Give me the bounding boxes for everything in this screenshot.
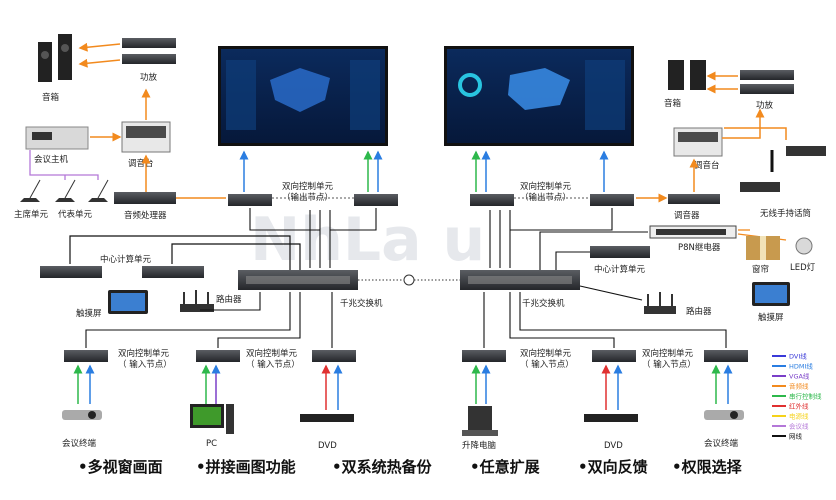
- legend-label: 会议线: [789, 422, 809, 431]
- right-display-screen: [444, 46, 634, 146]
- conf-host-icon: [26, 127, 88, 149]
- feature-item: •任意扩展: [470, 458, 540, 476]
- legend-label: HDMI线: [789, 362, 813, 371]
- central-unit-left-2: [142, 266, 204, 278]
- conf-terminal-right-label: 会议终端: [704, 438, 739, 449]
- feature-list: •多视窗画面 •拼接画图功能 •双系统热备份 •任意扩展 •双向反馈 •权限选择: [78, 458, 743, 476]
- dvd-right-label: DVD: [604, 441, 623, 451]
- switch-left-label: 千兆交换机: [340, 298, 383, 309]
- pc-label: PC: [206, 439, 217, 449]
- curtain-icon: [746, 236, 780, 260]
- audio-processor-label: 音频处理器: [124, 210, 167, 221]
- input-node-b-title: 双向控制单元: [246, 348, 298, 359]
- dvd-left-label: DVD: [318, 441, 337, 451]
- output-node-left-1: [228, 194, 272, 206]
- legend-label: DVI线: [789, 352, 807, 361]
- tuner-icon: [668, 194, 720, 204]
- feature-item: •权限选择: [672, 458, 743, 476]
- mixer-left-icon: [122, 122, 170, 152]
- mixer-right-label: 调音台: [694, 160, 720, 171]
- input-node-3: [312, 350, 356, 362]
- router-left-label: 路由器: [216, 294, 242, 305]
- microphone-icons: [20, 180, 108, 202]
- legend-label: VGA线: [789, 372, 810, 381]
- speaker-left-icon: [38, 34, 72, 82]
- p8n-relay-icon: [650, 226, 736, 238]
- input-node-a-sub: （ 输入节点）: [118, 359, 172, 370]
- legend-label: 红外线: [789, 402, 809, 411]
- input-node-d-sub: （ 输入节点）: [642, 359, 696, 370]
- amp-right-label: 功放: [756, 100, 774, 111]
- output-node-left-2: [354, 194, 398, 206]
- dvd-right-icon: [584, 414, 638, 422]
- delegate-unit-label: 代表单元: [58, 209, 93, 220]
- conf-terminal-left-label: 会议终端: [62, 438, 97, 449]
- input-node-4: [462, 350, 506, 362]
- output-node-right-2: [590, 194, 634, 206]
- legend-label: 电源线: [789, 412, 809, 421]
- speaker-left-label: 音箱: [42, 92, 60, 103]
- touch-right-icon: [752, 282, 790, 306]
- input-node-c-sub: （ 输入节点）: [520, 359, 574, 370]
- switch-left-icon: [238, 270, 358, 290]
- wireless-mic-icon: [740, 146, 826, 192]
- output-node-right-title: 双向控制单元: [520, 181, 572, 192]
- conf-terminal-right-icon: [704, 410, 744, 420]
- input-node-b-sub: （ 输入节点）: [246, 359, 300, 370]
- feature-item: •拼接画图功能: [196, 458, 296, 476]
- lift-pc-icon: [462, 406, 498, 436]
- switch-right-icon: [460, 270, 580, 290]
- central-unit-left-1: [40, 266, 102, 278]
- touch-right-label: 触摸屏: [758, 312, 784, 323]
- switch-right-label: 千兆交换机: [522, 298, 565, 309]
- dvd-left-icon: [300, 414, 354, 422]
- led-label: LED灯: [790, 262, 816, 273]
- wireless-mic-label: 无线手持话筒: [760, 208, 811, 219]
- conf-host-label: 会议主机: [34, 154, 69, 165]
- conf-terminal-left-icon: [62, 410, 102, 420]
- central-right-label: 中心计算单元: [594, 264, 646, 275]
- central-unit-right: [590, 246, 650, 258]
- input-node-a-title: 双向控制单元: [118, 348, 170, 359]
- amp-right-icon: [740, 70, 794, 94]
- p8n-relay-label: P8N继电器: [678, 242, 721, 253]
- input-node-d-title: 双向控制单元: [642, 348, 694, 359]
- legend-label: 音频线: [789, 382, 809, 391]
- pc-icon: [190, 404, 234, 434]
- tuner-label: 调音器: [674, 210, 700, 221]
- speaker-right-label: 音箱: [664, 98, 682, 109]
- mixer-left-label: 调音台: [128, 158, 154, 169]
- router-right-icon: [644, 292, 676, 314]
- watermark: NhLa u: [250, 205, 485, 275]
- chair-unit-label: 主席单元: [14, 209, 49, 220]
- touch-left-label: 触摸屏: [76, 308, 102, 319]
- legend-label: 串行控制线: [789, 392, 822, 401]
- output-node-left-title: 双向控制单元: [282, 181, 334, 192]
- central-left-label: 中心计算单元: [100, 254, 152, 265]
- output-node-right-1: [470, 194, 514, 206]
- feature-item: •双向反馈: [578, 458, 648, 476]
- legend-label: 网线: [789, 432, 803, 441]
- curtain-label: 窗帘: [752, 264, 769, 275]
- mixer-right-icon: [674, 128, 722, 156]
- router-right-label: 路由器: [686, 306, 712, 317]
- input-node-1: [64, 350, 108, 362]
- amp-left-label: 功放: [140, 72, 158, 83]
- feature-item: •多视窗画面: [78, 458, 163, 476]
- input-node-6: [704, 350, 748, 362]
- touch-left-icon: [108, 290, 148, 314]
- left-display-screen: [218, 46, 388, 146]
- audio-processor-icon: [114, 192, 176, 204]
- amp-left-icon: [122, 38, 176, 64]
- input-node-c-title: 双向控制单元: [520, 348, 572, 359]
- input-node-2: [196, 350, 240, 362]
- led-icon: [796, 238, 812, 254]
- lift-pc-label: 升降电脑: [462, 440, 497, 451]
- speaker-right-icon: [668, 60, 706, 90]
- router-left-icon: [180, 290, 214, 312]
- feature-item: •双系统热备份: [332, 458, 433, 476]
- input-node-5: [592, 350, 636, 362]
